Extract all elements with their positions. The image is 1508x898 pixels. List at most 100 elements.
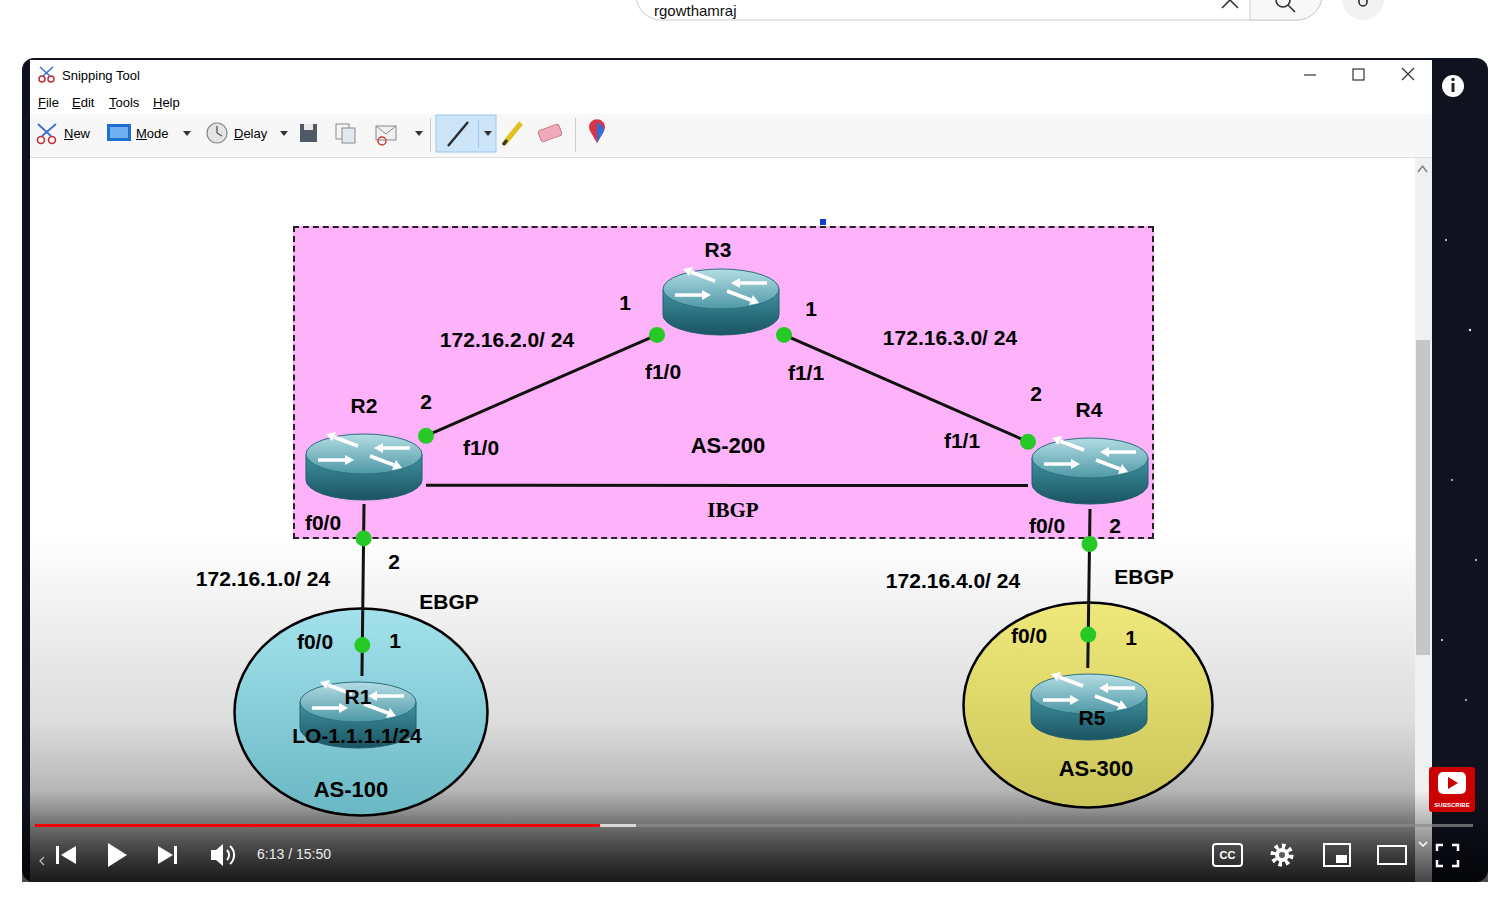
info-icon-dot [1451, 78, 1454, 81]
star [1441, 639, 1443, 641]
as-region-circle: AS-300R5 [962, 601, 1214, 809]
scissor-ring [38, 137, 45, 144]
pen-split [478, 120, 479, 148]
theater-icon [1378, 846, 1406, 864]
dropdown-arrow [484, 131, 492, 136]
window-title: Snipping Tool [62, 68, 140, 83]
window-controls [1304, 68, 1414, 80]
dropdown-arrow [183, 131, 191, 136]
more-chevron [1419, 842, 1427, 846]
highlighter-tip [503, 140, 507, 145]
subnet-label: 172.16.4.0/ 24 [886, 569, 1020, 593]
toolbar-icons [38, 115, 606, 152]
toolbar-separator [430, 118, 431, 152]
host-octet: 1 [805, 297, 817, 321]
scrollbar-thumb [1416, 340, 1430, 655]
host-octet: 2 [388, 550, 400, 574]
mode-icon-inner [110, 127, 128, 138]
scroll-up-arrow [1418, 166, 1427, 172]
host-octet: 2 [1109, 514, 1121, 538]
fullscreen-icon [1437, 845, 1458, 866]
router-icon [1030, 434, 1150, 506]
menu-item: Help [153, 95, 180, 110]
next-bar [174, 846, 177, 864]
search-query: rgowthamraj [654, 2, 737, 19]
link-line [362, 504, 364, 676]
settings-teeth [1273, 846, 1291, 864]
captions-button: CC [1220, 849, 1236, 861]
interface-dot [418, 428, 434, 444]
router-icon [661, 265, 781, 337]
router-node: R2 [302, 394, 426, 504]
cc-box [1213, 844, 1242, 866]
toolbar-rule [30, 157, 1432, 158]
video-frame [22, 58, 1488, 882]
pen-button [436, 115, 496, 152]
router-symbol [663, 267, 779, 335]
as-label: AS-300 [1059, 756, 1134, 782]
subnet-label: 172.16.3.0/ 24 [883, 326, 1017, 350]
interface-dot [1020, 434, 1036, 450]
interface-dot [649, 327, 665, 343]
loopback-address: LO-1.1.1.1/24 [292, 724, 422, 748]
link-line [784, 335, 1028, 442]
interface-name: f1/1 [944, 429, 980, 453]
clear-icon [1222, 0, 1238, 8]
host-octet: 2 [1030, 382, 1042, 406]
highlighter-icon [504, 123, 521, 144]
interface-dot [354, 637, 370, 653]
host-octet: 2 [420, 390, 432, 414]
progress-track [35, 824, 1473, 827]
search-button [1250, 0, 1322, 20]
star [1445, 239, 1447, 241]
router-node: R3 [657, 238, 784, 340]
session-label: EBGP [419, 590, 479, 614]
interface-name: f0/0 [305, 511, 341, 535]
router-icon [304, 430, 424, 502]
settings-gear [1275, 848, 1289, 862]
subscribe-badge [1429, 767, 1475, 812]
host-octet: 1 [619, 291, 631, 315]
snipping-window [30, 60, 1432, 882]
chapter-chevron [40, 857, 44, 865]
as-label: AS-200 [691, 433, 766, 459]
selection-handle [820, 219, 826, 225]
settings-hole [1279, 852, 1285, 858]
toolbar-button: New [64, 126, 90, 141]
region-ellipse [235, 609, 488, 816]
star [1465, 699, 1467, 701]
link-line [1088, 509, 1090, 668]
next-icon [158, 846, 173, 864]
prev-bar [56, 846, 59, 864]
player-controls [40, 842, 1458, 867]
mode-icon [107, 124, 131, 141]
maximize-icon [1353, 69, 1364, 80]
toolbar-separator [575, 118, 576, 152]
as-region-band: AS-200 R3R2 R4 [293, 226, 1154, 539]
session-label: IBGP [707, 498, 758, 523]
scissor-ring [48, 76, 54, 82]
star [1451, 479, 1453, 481]
interface-dot [356, 530, 372, 546]
router-name: R4 [1076, 398, 1103, 422]
router-name: R2 [351, 394, 378, 418]
subscribe-logo [1438, 772, 1466, 794]
search-field [636, 0, 1322, 20]
menu-item: Tools [109, 95, 139, 110]
pen-icon [448, 122, 468, 146]
interface-name: f0/0 [1011, 624, 1047, 648]
interface-name: f1/0 [463, 436, 499, 460]
host-octet: 1 [389, 629, 401, 653]
send-icon-flap [376, 126, 396, 134]
region-ellipse [964, 603, 1213, 808]
router-symbol [1032, 436, 1148, 504]
session-label: EBGP [1114, 565, 1174, 589]
interface-dot [1080, 627, 1096, 643]
router-name: R1 [345, 685, 372, 709]
subnet-label: 172.16.1.0/ 24 [196, 567, 330, 591]
as-region-circle: AS-100R1LO-1.1.1.1/24 [233, 607, 489, 817]
router-name: R3 [705, 238, 732, 262]
mic-button [1342, 0, 1384, 20]
host-octet: 1 [1125, 626, 1137, 650]
